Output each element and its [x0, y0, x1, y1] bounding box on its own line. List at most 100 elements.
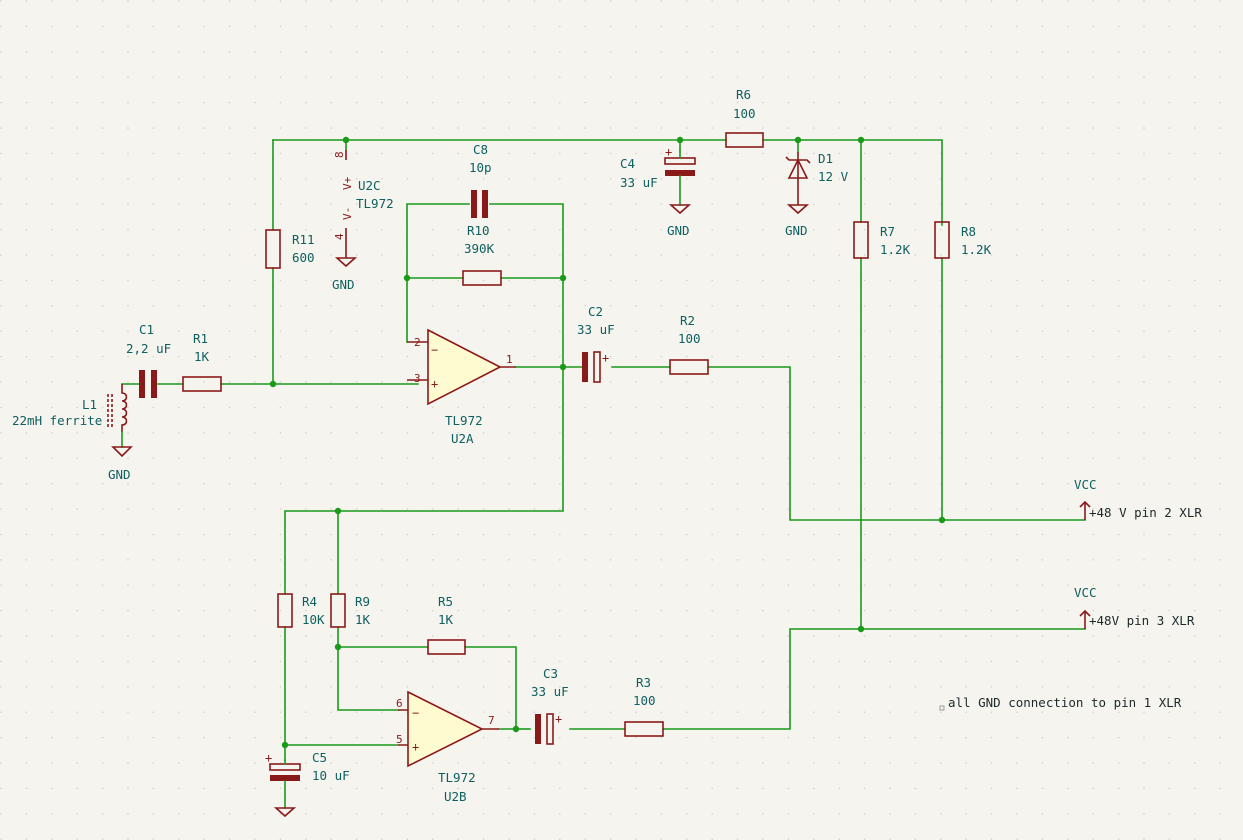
vcc-pin2-label: VCC [1074, 477, 1097, 492]
r4-ref: R4 [302, 594, 317, 609]
u2b-pin-6: 6 [396, 697, 403, 710]
r11-value: 600 [292, 250, 315, 265]
c4-gnd-label: GND [667, 223, 690, 238]
r7-ref: R7 [880, 224, 895, 239]
r8-value: 1.2K [961, 242, 992, 257]
c8-ref: C8 [473, 142, 488, 157]
c5-ref: C5 [312, 750, 327, 765]
u2a-pin-1: 1 [506, 353, 513, 366]
u2a-minus-sign: − [431, 343, 438, 357]
r3-ref: R3 [636, 675, 651, 690]
r4-value: 10K [302, 612, 325, 627]
note-text: all GND connection to pin 1 XLR [948, 695, 1182, 710]
u2c-gnd-label: GND [332, 277, 355, 292]
r9-ref: R9 [355, 594, 370, 609]
r11-ref: R11 [292, 232, 315, 247]
l1-value: 22mH ferrite [12, 413, 102, 428]
wires [121, 139, 1086, 761]
resistor-r1[interactable]: R1 1K [182, 331, 222, 392]
r5-ref: R5 [438, 594, 453, 609]
d1-value: 12 V [818, 169, 849, 184]
r7-value: 1.2K [880, 242, 911, 257]
u2a-plus-sign: + [431, 377, 438, 391]
text-note[interactable]: all GND connection to pin 1 XLR [939, 695, 1182, 711]
capacitor-c5[interactable]: + C5 10 uF [265, 750, 350, 818]
opamp-u2a[interactable]: − + 2 3 1 TL972 U2A [407, 328, 516, 446]
r6-value: 100 [733, 106, 756, 121]
u2c-vminus-label: V- [341, 207, 354, 220]
r2-ref: R2 [680, 313, 695, 328]
c4-value: 33 uF [620, 175, 658, 190]
c2-plus-sign: + [602, 351, 609, 365]
r10-value: 390K [464, 241, 495, 256]
resistor-r5[interactable]: R5 1K [427, 594, 466, 655]
resistor-r9[interactable]: R9 1K [330, 593, 371, 628]
opamp-u2c-power[interactable]: 8 V+ V- 4 U2C TL972 GND [332, 150, 394, 292]
capacitor-c8[interactable]: C8 10p [469, 142, 492, 218]
c1-value: 2,2 uF [126, 341, 171, 356]
vcc-port-pin3[interactable]: VCC +48V pin 3 XLR [1074, 585, 1195, 629]
c1-ref: C1 [139, 322, 154, 337]
c2-value: 33 uF [577, 322, 615, 337]
u2a-pin-2: 2 [414, 336, 421, 349]
l1-ref: L1 [82, 397, 97, 412]
capacitor-c3[interactable]: + C3 33 uF [531, 666, 569, 745]
u2c-vplus-label: V+ [341, 176, 354, 190]
c3-ref: C3 [543, 666, 558, 681]
d1-ref: D1 [818, 151, 833, 166]
inductor-l1[interactable]: L1 22mH ferrite GND [12, 384, 133, 482]
r3-value: 100 [633, 693, 656, 708]
resistor-r11[interactable]: R11 600 [265, 229, 315, 269]
vcc-port-pin2[interactable]: VCC +48 V pin 2 XLR [1074, 477, 1202, 520]
resistor-r3[interactable]: R3 100 [624, 675, 664, 737]
resistor-r6[interactable]: R6 100 [725, 87, 764, 148]
resistor-r7[interactable]: R7 1.2K [853, 221, 911, 259]
r9-value: 1K [355, 612, 371, 627]
u2b-pin-5: 5 [396, 733, 403, 746]
l1-gnd-label: GND [108, 467, 131, 482]
r10-ref: R10 [467, 223, 490, 238]
u2c-pin-4: 4 [333, 233, 346, 240]
u2c-ref: U2C [358, 178, 381, 193]
u2b-plus-sign: + [412, 740, 419, 754]
pin2-net-label: +48 V pin 2 XLR [1089, 505, 1202, 520]
u2b-minus-sign: − [412, 706, 419, 720]
u2c-value: TL972 [356, 196, 394, 211]
c5-plus-sign: + [265, 751, 272, 765]
c4-ref: C4 [620, 156, 635, 171]
c4-plus-sign: + [665, 145, 672, 159]
r6-ref: R6 [736, 87, 751, 102]
r8-ref: R8 [961, 224, 976, 239]
resistor-r4[interactable]: R4 10K [277, 593, 325, 628]
resistor-r10[interactable]: R10 390K [462, 223, 502, 286]
u2b-ref: U2B [444, 789, 467, 804]
c3-plus-sign: + [555, 712, 562, 726]
u2b-value: TL972 [438, 770, 476, 785]
r1-ref: R1 [193, 331, 208, 346]
u2a-pin-3: 3 [414, 372, 421, 385]
resistor-r8[interactable]: R8 1.2K [934, 221, 992, 259]
c3-value: 33 uF [531, 684, 569, 699]
capacitor-c2[interactable]: + C2 33 uF [577, 304, 615, 383]
c8-value: 10p [469, 160, 492, 175]
zener-d1[interactable]: D1 12 V GND [785, 151, 849, 238]
d1-gnd-label: GND [785, 223, 808, 238]
capacitor-c4[interactable]: + C4 33 uF GND [620, 145, 696, 238]
junction-dots [269, 136, 946, 749]
pin3-net-label: +48V pin 3 XLR [1089, 613, 1195, 628]
u2a-ref: U2A [451, 431, 474, 446]
r5-value: 1K [438, 612, 454, 627]
vcc-pin3-label: VCC [1074, 585, 1097, 600]
r2-value: 100 [678, 331, 701, 346]
u2b-pin-7: 7 [488, 714, 495, 727]
resistor-r2[interactable]: R2 100 [669, 313, 709, 375]
r1-value: 1K [194, 349, 210, 364]
capacitor-c1[interactable]: C1 2,2 uF [126, 322, 171, 398]
u2c-pin-8: 8 [333, 151, 346, 158]
c5-value: 10 uF [312, 768, 350, 783]
u2a-value: TL972 [445, 413, 483, 428]
opamp-u2b[interactable]: − + 6 5 7 TL972 U2B [396, 690, 499, 804]
c2-ref: C2 [588, 304, 603, 319]
